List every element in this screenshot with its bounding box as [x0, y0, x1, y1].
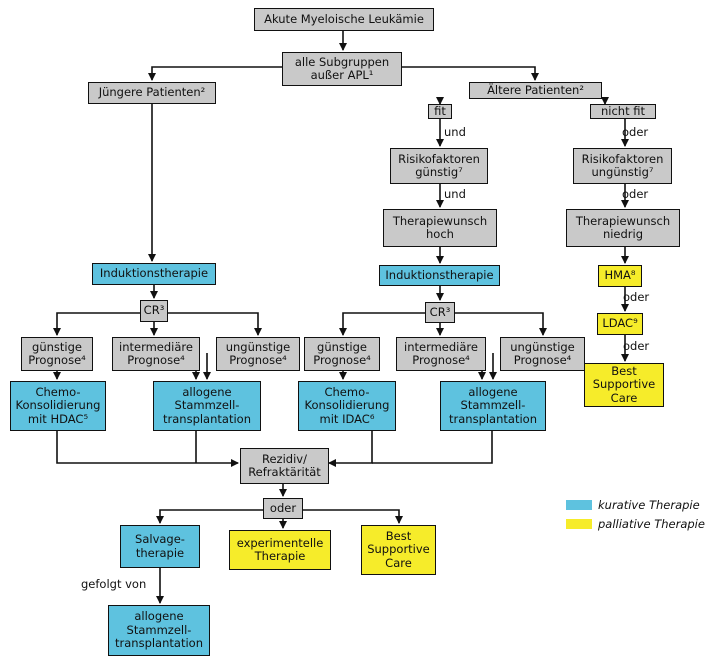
node-risk-unfavorable: Risikofaktoren ungünstig⁷ [573, 148, 672, 184]
label-or-1: oder [622, 125, 649, 139]
node-sct-bottom: allogene Stammzell- transplantation [108, 605, 210, 656]
node-oder: oder [263, 498, 303, 519]
label-and-2: und [444, 187, 466, 201]
label-and-1: und [444, 125, 466, 139]
node-cr-right: CR³ [425, 302, 455, 323]
label-or-2: oder [622, 187, 649, 201]
node-aml: Akute Myeloische Leukämie [254, 8, 434, 31]
node-experimental: experimentelle Therapie [229, 530, 331, 570]
node-wish-low: Therapiewunsch niedrig [566, 209, 680, 247]
node-sct-left: allogene Stammzell- transplantation [153, 381, 261, 431]
node-chemo-hdac: Chemo- Konsolidierung mit HDAC⁵ [10, 381, 106, 431]
node-bsc-bottom: Best Supportive Care [361, 525, 436, 575]
node-young-patients: Jüngere Patienten² [88, 82, 216, 104]
node-hma: HMA⁸ [598, 265, 642, 287]
label-followed-by: gefolgt von [81, 577, 147, 591]
node-prognosis-intermediate-left: intermediäre Prognose⁴ [112, 337, 200, 371]
node-salvage: Salvage- therapie [120, 525, 200, 568]
node-induction-left: Induktionstherapie [92, 263, 216, 285]
legend-swatch-palliative [566, 519, 592, 529]
node-ldac: LDAC⁹ [597, 313, 643, 335]
label-or-3: oder [623, 290, 650, 304]
legend-swatch-curative [566, 500, 592, 510]
node-bsc-right: Best Supportive Care [584, 363, 664, 407]
node-prognosis-favorable-right: günstige Prognose⁴ [304, 337, 380, 371]
node-sct-right: allogene Stammzell- transplantation [440, 381, 546, 431]
node-chemo-idac: Chemo- Konsolidierung mit IDAC⁶ [298, 381, 396, 431]
legend-curative: kurative Therapie [598, 498, 700, 512]
node-prognosis-intermediate-right: intermediäre Prognose⁴ [396, 337, 486, 371]
node-subgroups: alle Subgruppen außer APL¹ [282, 52, 402, 86]
node-prognosis-favorable-left: günstige Prognose⁴ [21, 337, 93, 371]
node-risk-favorable: Risikofaktoren günstig⁷ [390, 148, 488, 184]
node-relapse: Rezidiv/ Refraktärität [240, 448, 329, 484]
node-fit: fit [428, 104, 452, 119]
node-prognosis-unfavorable-left: ungünstige Prognose⁴ [216, 337, 300, 371]
node-cr-left: CR³ [140, 300, 168, 322]
legend-palliative: palliative Therapie [598, 517, 705, 531]
label-or-4: oder [623, 339, 650, 353]
node-prognosis-unfavorable-right: ungünstige Prognose⁴ [500, 337, 585, 371]
node-induction-right: Induktionstherapie [379, 265, 500, 286]
node-not-fit: nicht fit [590, 104, 656, 119]
node-old-patients: Ältere Patienten² [469, 82, 602, 99]
node-wish-high: Therapiewunsch hoch [383, 209, 497, 247]
